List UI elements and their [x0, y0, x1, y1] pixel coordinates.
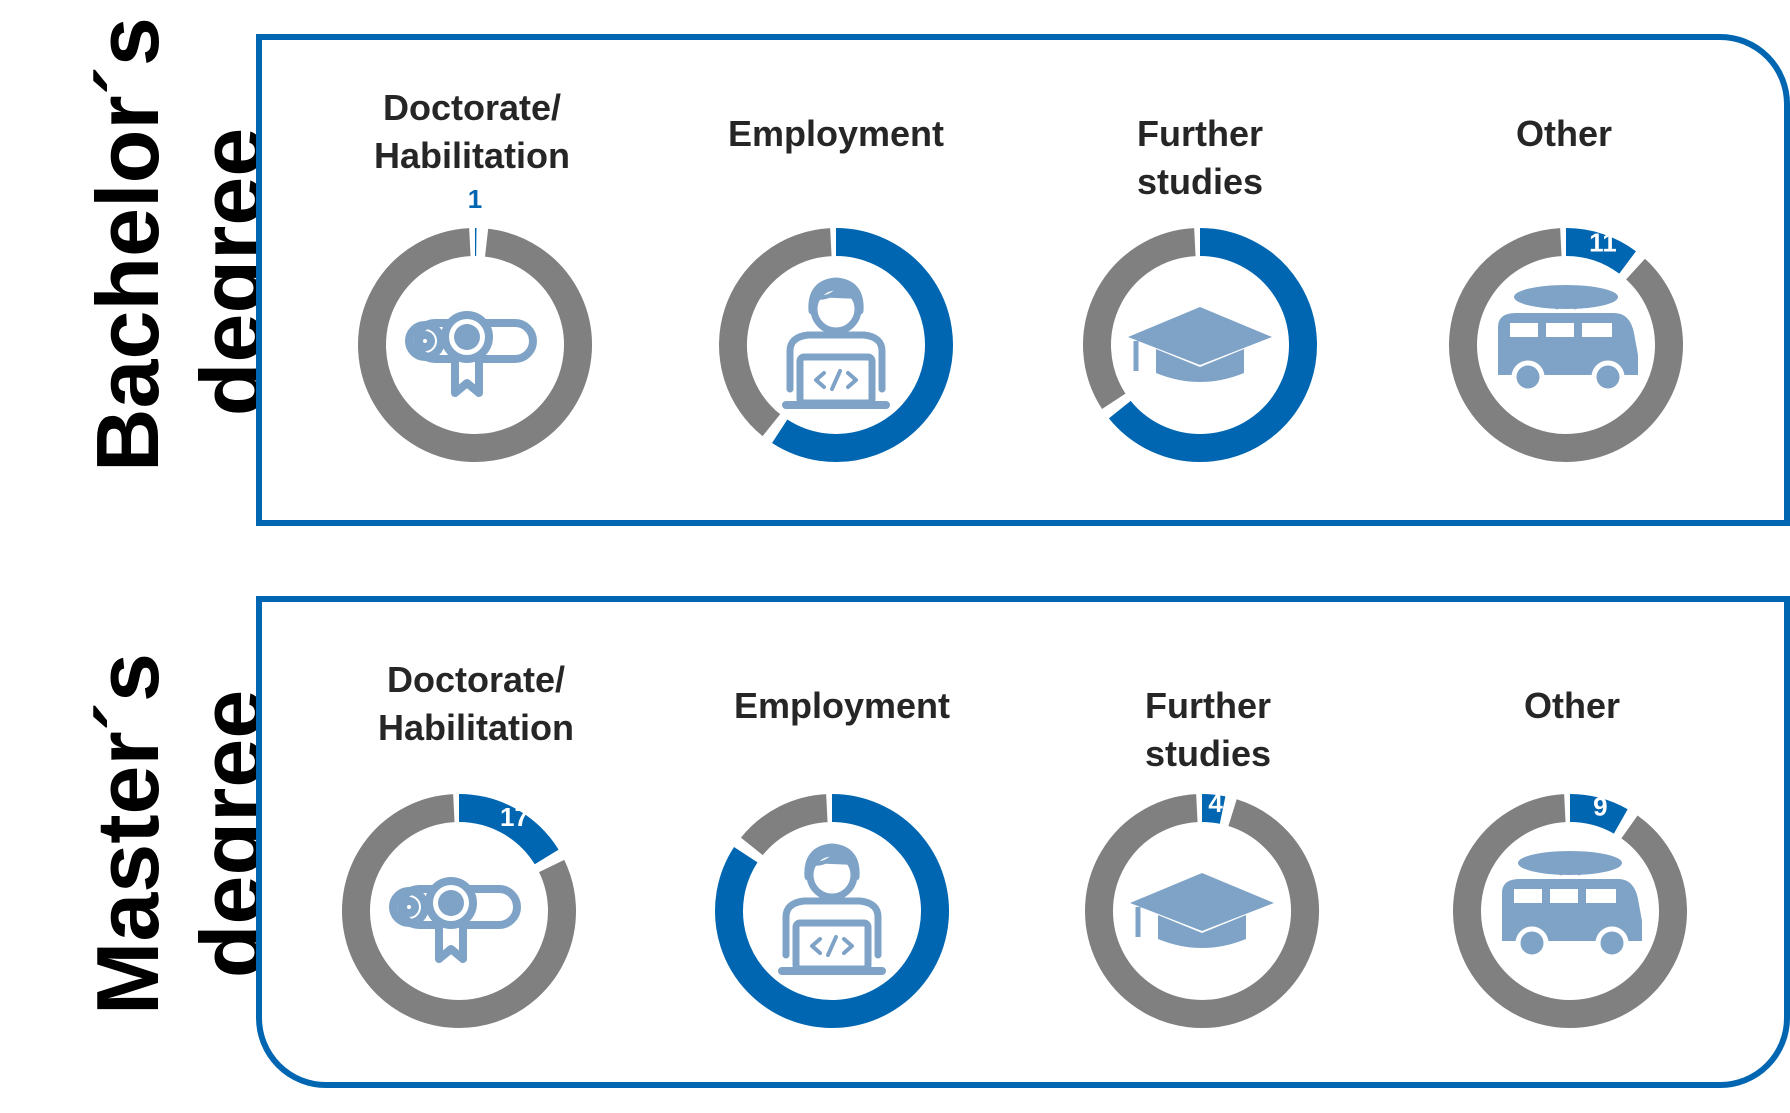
category-title: Employment — [727, 113, 945, 154]
donut-value-segment — [1201, 794, 1226, 824]
data-label: 17 — [500, 802, 529, 832]
category-title: Employment — [733, 685, 951, 726]
donut-remainder-segment — [1453, 794, 1687, 1028]
donut-value-segment — [1108, 228, 1317, 462]
diploma-icon — [409, 315, 533, 393]
donut-remainder-segment — [719, 228, 832, 437]
camper-van-icon — [1502, 851, 1642, 957]
data-label: 4 — [1208, 788, 1223, 818]
donut-value-segment — [1569, 794, 1628, 834]
graduation-cap-icon — [1128, 307, 1272, 382]
category-title: Other — [1515, 113, 1612, 154]
donut-remainder-segment — [1449, 228, 1683, 462]
donut-value-segment — [1565, 228, 1636, 274]
data-label: 65 — [1237, 453, 1266, 483]
diploma-icon — [393, 881, 517, 959]
category-title: Other — [1523, 685, 1620, 726]
donut-value-segment — [458, 794, 559, 865]
data-label: 9 — [1593, 791, 1607, 821]
data-label: 60 — [892, 443, 921, 473]
donut-remainder-segment — [358, 228, 592, 462]
data-label: 1 — [468, 184, 482, 214]
camper-van-icon — [1498, 285, 1638, 391]
donut-remainder-segment — [1083, 228, 1196, 409]
donut-remainder-segment — [740, 794, 829, 856]
donut-value-segment — [715, 794, 949, 1028]
programmer-laptop-icon — [786, 281, 886, 405]
donut-remainder-segment — [1085, 794, 1319, 1028]
donut-value-segment — [772, 228, 953, 462]
category-title: Doctorate/Habilitation — [378, 659, 574, 748]
category-title: Doctorate/Habilitation — [374, 87, 570, 176]
donut-remainder-segment — [342, 794, 576, 1028]
data-label: 85 — [787, 1026, 816, 1056]
data-label: 11 — [1589, 227, 1617, 257]
graduation-cap-icon — [1130, 873, 1274, 948]
programmer-laptop-icon — [782, 847, 882, 971]
